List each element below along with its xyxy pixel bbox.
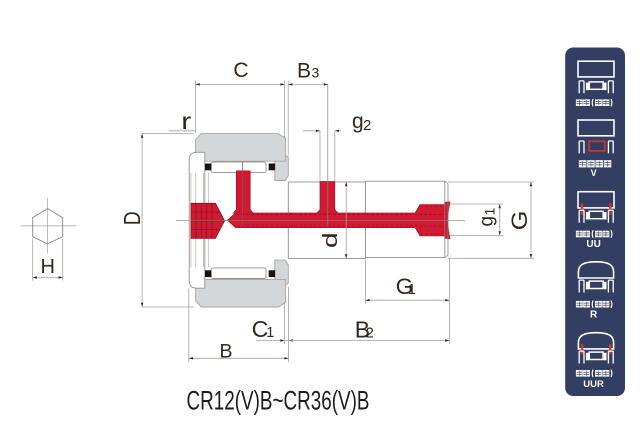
svg-text:r: r xyxy=(181,108,191,134)
svg-text:B: B xyxy=(355,317,370,343)
svg-text:1: 1 xyxy=(482,208,498,216)
svg-text:B: B xyxy=(219,340,232,362)
svg-text:V: V xyxy=(591,168,597,178)
svg-text:UU: UU xyxy=(586,239,600,250)
svg-text:1: 1 xyxy=(266,325,274,341)
svg-text:1: 1 xyxy=(408,282,416,298)
svg-text:d: d xyxy=(320,232,342,248)
svg-text:H: H xyxy=(40,256,54,278)
svg-text:G: G xyxy=(507,211,532,231)
svg-text:G: G xyxy=(396,274,414,299)
svg-text:UUR: UUR xyxy=(583,379,604,390)
svg-text:2: 2 xyxy=(366,326,374,342)
svg-text:R: R xyxy=(590,309,598,320)
svg-text:CR12(V)B~CR36(V)B: CR12(V)B~CR36(V)B xyxy=(187,385,370,415)
svg-text:B: B xyxy=(297,60,311,83)
svg-text:g: g xyxy=(477,216,498,227)
svg-text:D: D xyxy=(119,211,145,225)
svg-text:3: 3 xyxy=(312,65,320,81)
svg-text:C: C xyxy=(252,316,269,342)
svg-text:C: C xyxy=(233,59,248,82)
svg-text:2: 2 xyxy=(363,117,371,134)
svg-text:g: g xyxy=(352,110,364,133)
